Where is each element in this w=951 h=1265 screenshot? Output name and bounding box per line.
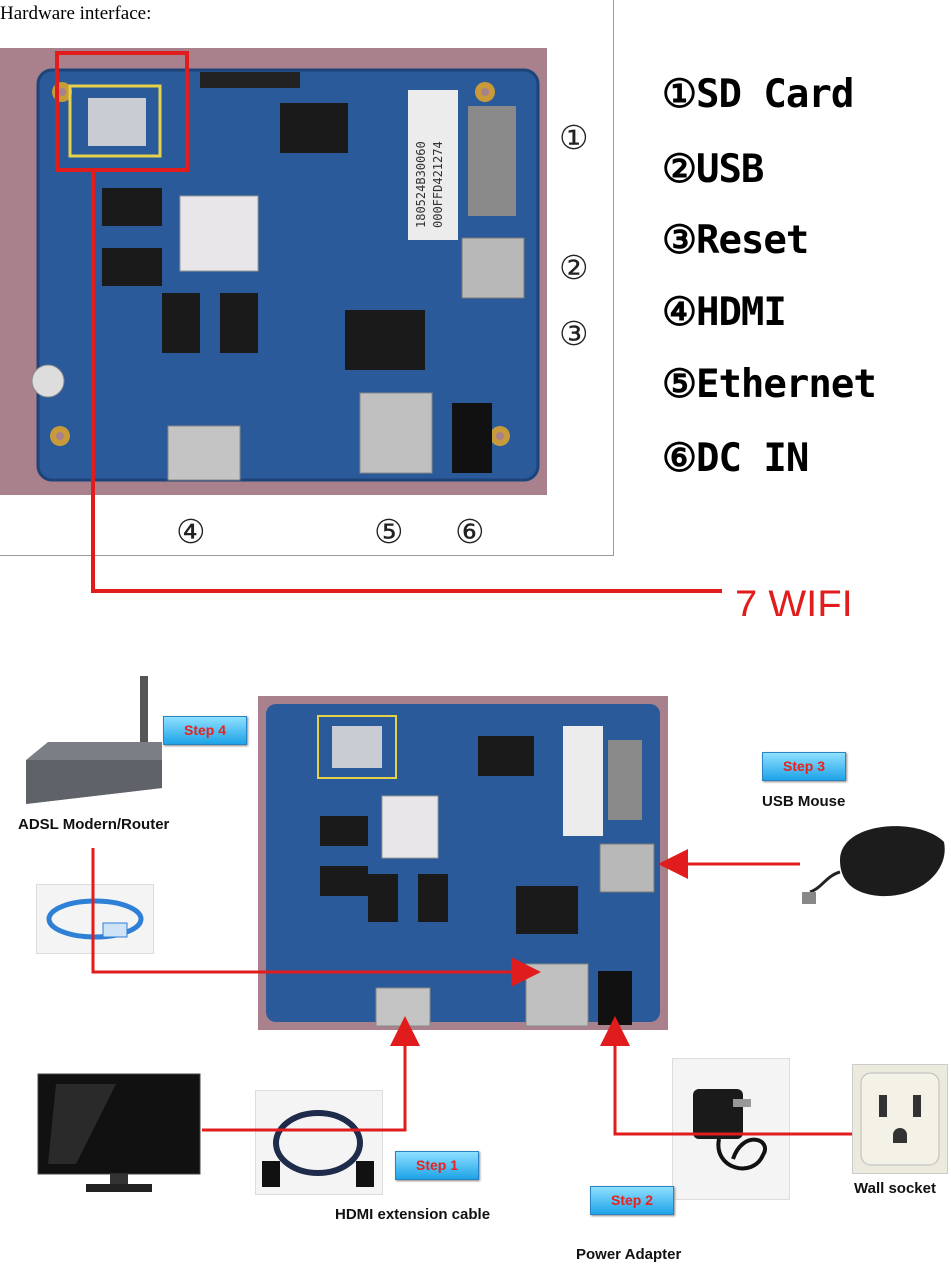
mouse-image [800,812,948,914]
sticker-line1: 180524B30060 [414,141,428,228]
router-to-ethernet-line [91,848,541,987]
step-2-badge: Step 2 [590,1186,674,1215]
wifi-label: 7 WIFI [735,583,853,616]
setup-board-illustration [266,704,660,1027]
socket-to-dcin-line [600,1016,852,1136]
marker-6: ⑥ [455,512,485,551]
power-adapter-image [672,1058,790,1200]
monitor-image [36,1072,202,1198]
marker-1: ① [559,118,589,157]
board-photo-setup [258,696,668,1030]
marker-4: ④ [176,512,206,551]
router-caption: ADSL Modern/Router [18,816,170,833]
sticker-line2: 000FFD421274 [431,141,445,228]
monitor-to-hdmi-line [202,1016,420,1132]
ethernet-cable-image [36,884,154,954]
mouse-caption: USB Mouse [762,793,846,810]
board-illustration: 180524B30060 000FFD421274 [31,68,540,482]
router-image [22,676,164,810]
power-adapter-caption: Power Adapter [576,1246,682,1263]
wifi-highlight-box [55,51,189,172]
step-1-badge: Step 1 [395,1151,479,1180]
step-4-badge: Step 4 [163,716,247,745]
legend-item-reset: ③Reset [662,218,809,263]
hdmi-cable-image [255,1090,383,1195]
wall-socket-caption: Wall socket [854,1180,936,1197]
legend-item-hdmi: ④HDMI [662,290,787,335]
legend-item-dcin: ⑥DC IN [662,436,809,481]
marker-2: ② [559,248,589,287]
marker-5: ⑤ [374,512,404,551]
hardware-title: Hardware interface: [0,3,152,24]
legend-item-ethernet: ⑤Ethernet [662,362,877,407]
wifi-connector-line [91,170,722,593]
wifi-connector [55,51,722,593]
setup-connections [91,848,852,1136]
marker-3: ③ [559,314,589,353]
wall-socket-image [852,1064,948,1174]
legend-item-sd: ①SD Card [662,72,854,117]
hardware-frame [0,0,614,556]
hdmi-cable-caption: HDMI extension cable [335,1206,491,1223]
legend-item-usb: ②USB [662,147,764,192]
step-3-badge: Step 3 [762,752,846,781]
